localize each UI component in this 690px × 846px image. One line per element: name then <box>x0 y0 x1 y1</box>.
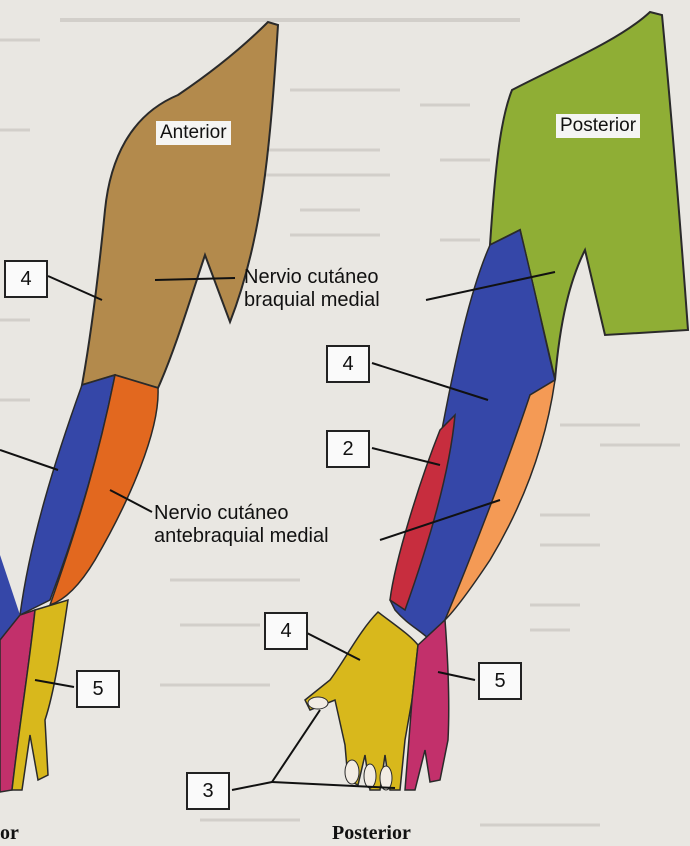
tag-anterior-5: 5 <box>76 670 120 708</box>
tag-3: 3 <box>186 772 230 810</box>
anterior-view-label: Anterior <box>156 121 231 145</box>
tag-posterior-5: 5 <box>478 662 522 700</box>
tag-posterior-4-hand: 4 <box>264 612 308 650</box>
posterior-view-label: Posterior <box>556 114 640 138</box>
antebrachial-nerve-line2: antebraquial medial <box>154 525 329 548</box>
tag-anterior-4: 4 <box>4 260 48 298</box>
bottom-right-caption: Posterior <box>332 822 411 845</box>
brachial-nerve-line2: braquial medial <box>244 289 380 312</box>
tag-posterior-4-upper: 4 <box>326 345 370 383</box>
tag-posterior-2: 2 <box>326 430 370 468</box>
bottom-left-caption: or <box>0 822 19 845</box>
brachial-nerve-line1: Nervio cutáneo <box>244 266 380 289</box>
antebrachial-nerve-line1: Nervio cutáneo <box>154 502 329 525</box>
brachial-nerve-label: Nervio cutáneo braquial medial <box>244 266 380 312</box>
antebrachial-nerve-label: Nervio cutáneo antebraquial medial <box>154 502 329 548</box>
